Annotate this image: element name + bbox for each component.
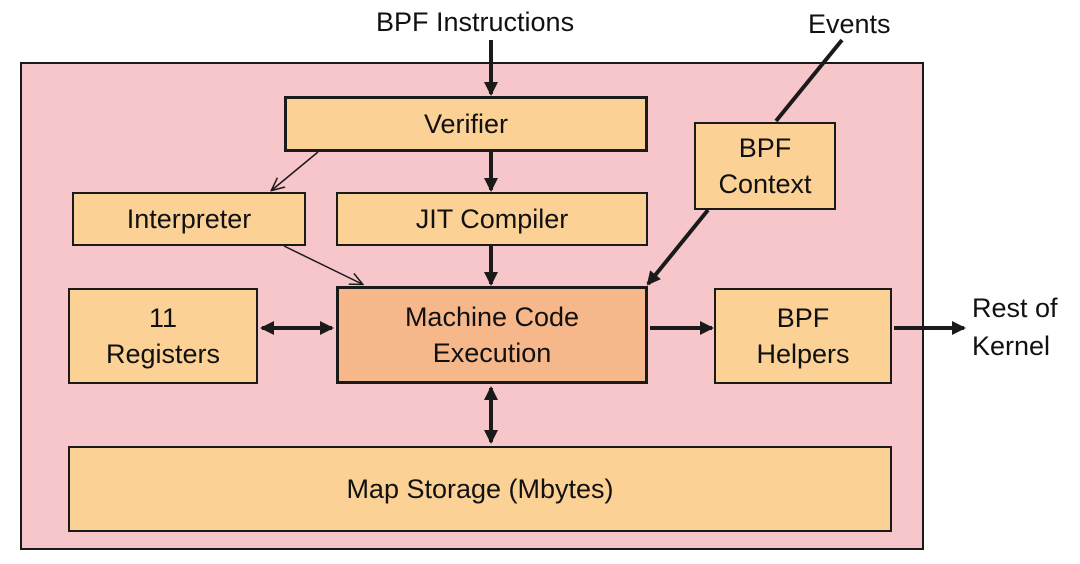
arrow-verifier-to-interpreter bbox=[272, 151, 319, 190]
map-storage-label: Map Storage (Mbytes) bbox=[346, 474, 614, 504]
bpf-helpers-label-line1: BPF bbox=[776, 303, 830, 333]
registers-label-line1: 11 bbox=[148, 303, 178, 333]
bpf-context-label-line2: Context bbox=[718, 169, 812, 199]
registers-box: 11 Registers bbox=[68, 288, 258, 384]
machine-code-execution-box: Machine Code Execution bbox=[336, 286, 648, 384]
interpreter-box: Interpreter bbox=[72, 192, 306, 246]
bpf-context-label-line1: BPF bbox=[738, 133, 792, 163]
rest-of-kernel-label-line2: Kernel bbox=[972, 331, 1051, 361]
machine-code-execution-label-line2: Execution bbox=[432, 338, 552, 368]
arrow-context-to-execution bbox=[646, 208, 710, 286]
jit-compiler-label: JIT Compiler bbox=[415, 204, 569, 234]
arrow-events-to-context bbox=[774, 38, 844, 123]
rest-of-kernel-label-line1: Rest of bbox=[972, 293, 1058, 323]
interpreter-label: Interpreter bbox=[126, 204, 252, 234]
events-label: Events bbox=[808, 9, 891, 39]
verifier-label: Verifier bbox=[423, 109, 509, 139]
bpf-instructions-label: BPF Instructions bbox=[376, 7, 575, 37]
verifier-box: Verifier bbox=[284, 96, 648, 152]
machine-code-execution-label-line1: Machine Code bbox=[404, 302, 580, 332]
jit-compiler-box: JIT Compiler bbox=[336, 192, 648, 246]
bpf-helpers-box: BPF Helpers bbox=[714, 288, 892, 384]
bpf-context-box: BPF Context bbox=[694, 122, 836, 210]
bpf-helpers-label-line2: Helpers bbox=[756, 339, 850, 369]
arrow-interpreter-to-execution bbox=[283, 245, 362, 284]
map-storage-box: Map Storage (Mbytes) bbox=[68, 446, 892, 532]
registers-label-line2: Registers bbox=[105, 339, 221, 369]
